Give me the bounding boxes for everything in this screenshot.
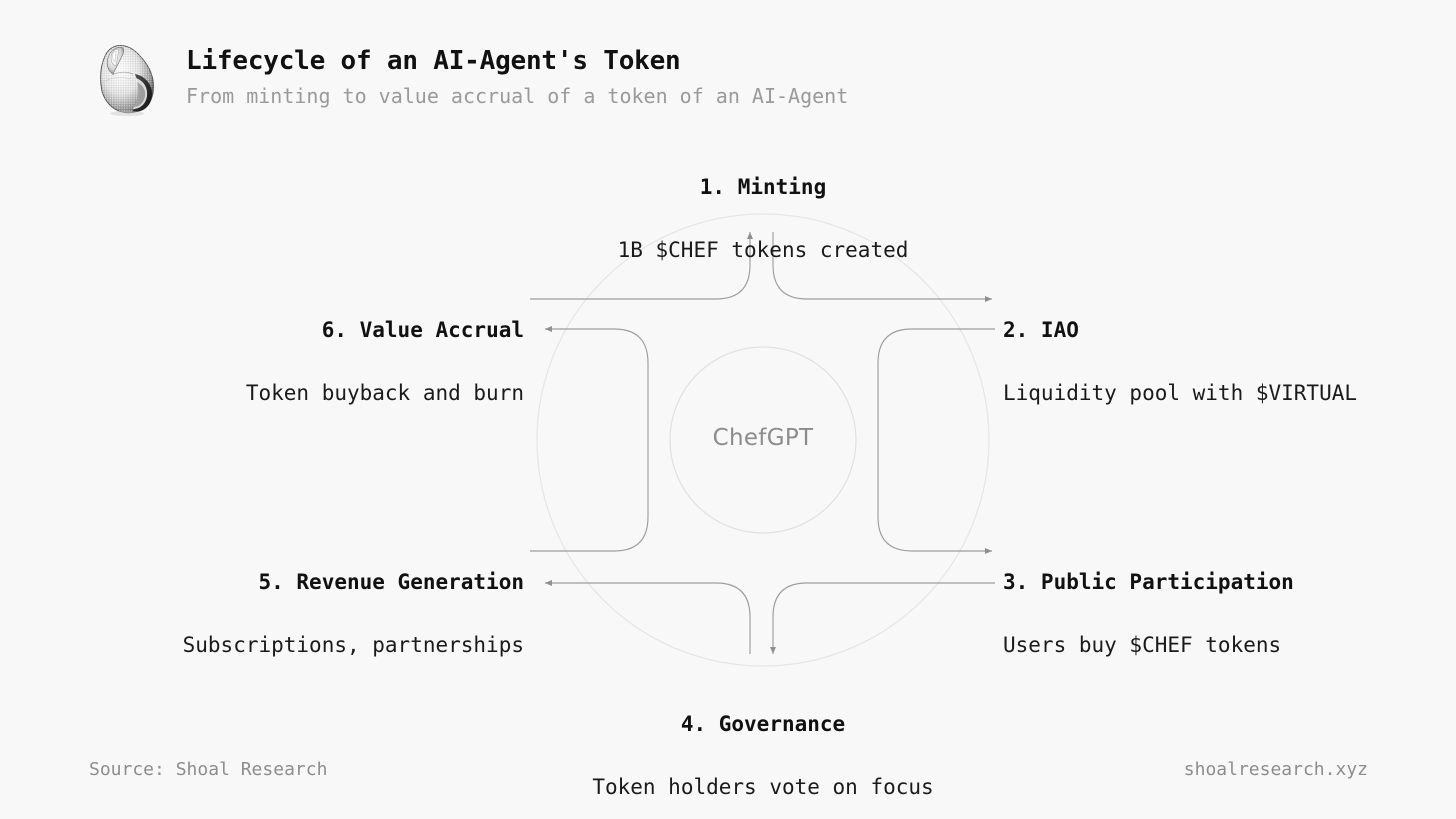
title-block: Lifecycle of an AI-Agent's Token From mi… <box>186 38 848 109</box>
connector-governance-to-revenue <box>545 579 751 654</box>
stage-6-value-accrual: 6. Value Accrual Token buyback and burn <box>100 288 524 420</box>
connector-iao-to-public <box>877 328 995 555</box>
stage-2-title: 2. IAO <box>1003 318 1079 342</box>
stage-5-desc: Subscriptions, partnerships <box>182 633 524 657</box>
center-agent-label: ChefGPT <box>712 425 814 451</box>
stage-2-desc: Liquidity pool with $VIRTUAL <box>1003 381 1358 405</box>
stage-3-public-participation: 3. Public Participation Users buy $CHEF … <box>1003 540 1433 672</box>
page-title: Lifecycle of an AI-Agent's Token <box>186 46 681 76</box>
stage-6-title: 6. Value Accrual <box>321 318 524 342</box>
stage-4-desc: Token holders vote on focus <box>592 775 934 799</box>
footer-website[interactable]: shoalresearch.xyz <box>1183 759 1368 780</box>
stage-1-minting: 1. Minting 1B $CHEF tokens created <box>463 145 1063 277</box>
stage-4-governance: 4. Governance Token holders vote on focu… <box>463 682 1063 814</box>
stage-5-title: 5. Revenue Generation <box>258 570 524 594</box>
page-subtitle: From minting to value accrual of a token… <box>186 83 849 108</box>
stage-3-desc: Users buy $CHEF tokens <box>1003 633 1282 657</box>
shell-logo-icon <box>88 38 164 118</box>
stage-1-desc: 1B $CHEF tokens created <box>617 238 909 262</box>
stage-3-title: 3. Public Participation <box>1003 570 1294 594</box>
stage-4-title: 4. Governance <box>680 712 846 736</box>
stage-5-revenue-generation: 5. Revenue Generation Subscriptions, par… <box>100 540 524 672</box>
footer-source: Source: Shoal Research <box>89 759 328 780</box>
connector-revenue-to-value-accrual <box>530 325 649 552</box>
stage-6-desc: Token buyback and burn <box>245 381 524 405</box>
header: Lifecycle of an AI-Agent's Token From mi… <box>88 38 848 118</box>
connector-public-to-governance <box>769 582 995 654</box>
stage-2-iao: 2. IAO Liquidity pool with $VIRTUAL <box>1003 288 1433 420</box>
stage-1-title: 1. Minting <box>699 175 827 199</box>
